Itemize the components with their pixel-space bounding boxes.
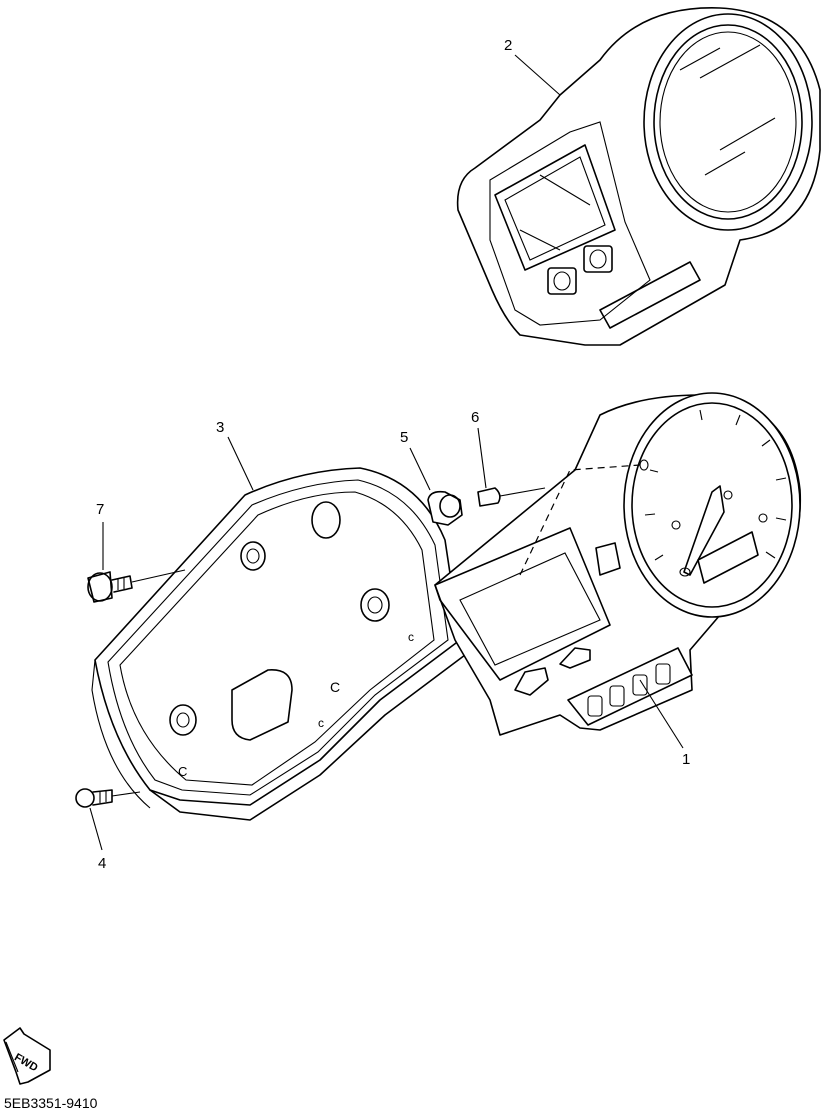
bulb-part-6 [477,427,546,507]
screw-part-4 [75,788,141,851]
callout-1: 1 [682,751,690,768]
svg-text:c: c [408,630,414,644]
meter-cover-part-2 [456,7,821,346]
svg-text:c: c [318,716,324,730]
callout-6: 6 [471,409,479,426]
fwd-arrow-icon: FWD [3,1027,51,1085]
callout-7: 7 [96,501,104,518]
callout-2: 2 [504,37,512,54]
screw-part-7 [87,522,186,603]
diagram-code: 5EB3351-9410 [4,1095,98,1111]
rear-case-part-3: C c c C [91,436,466,821]
svg-text:C: C [330,679,340,695]
svg-text:C: C [178,764,187,779]
callout-3: 3 [216,419,224,436]
callout-5: 5 [400,429,408,446]
meter-assembly-part-1 [434,392,802,749]
callout-4: 4 [98,855,106,872]
bulb-socket-part-5 [409,447,463,526]
